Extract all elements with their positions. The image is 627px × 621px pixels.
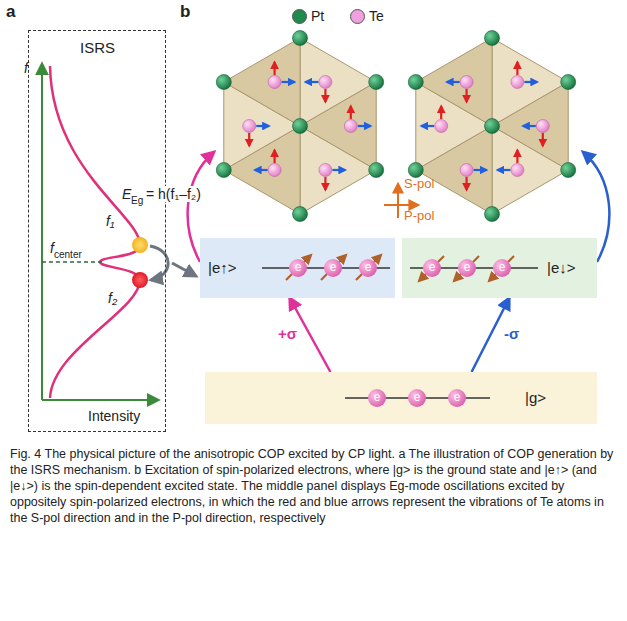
legend-text: Te xyxy=(369,8,384,24)
ground-state-band: |g> e e e xyxy=(205,372,597,424)
state-label: ISRS xyxy=(80,39,115,57)
electron: e xyxy=(408,389,426,407)
frequency-subscript: center xyxy=(54,249,82,261)
f2-dot xyxy=(132,272,148,288)
polarization-sign: +σ xyxy=(276,325,299,343)
electron: e xyxy=(368,389,386,407)
figure-caption: Fig. 4 The physical picture of the aniso… xyxy=(10,446,615,526)
electron: e xyxy=(493,259,511,277)
excited-state-band: |e↓>eee xyxy=(402,238,597,298)
electron: e xyxy=(289,259,307,277)
spectrum-axes xyxy=(42,64,158,400)
axis-label: f xyxy=(24,60,28,76)
energy-formula: = h(f₁–f₂) xyxy=(146,186,201,202)
electron: e xyxy=(448,389,466,407)
emission-arrow xyxy=(172,263,196,276)
electron: e xyxy=(458,259,476,277)
excited-state-band: |e↑>eee xyxy=(200,238,395,298)
legend-item: Te xyxy=(350,8,384,24)
polarization-label: P-pol xyxy=(404,208,434,224)
legend-text: Pt xyxy=(311,8,324,24)
axis-label: Intensity xyxy=(88,408,140,424)
frequency-label: f₁ xyxy=(106,213,114,229)
ptte2-lattice xyxy=(408,31,575,222)
frequency-label: f₂ xyxy=(108,290,117,306)
f1-dot xyxy=(132,237,148,253)
ptte2-lattice xyxy=(216,31,383,222)
electron: e xyxy=(324,259,342,277)
lattice-group xyxy=(216,31,575,222)
electron: e xyxy=(359,259,377,277)
legend-swatch xyxy=(350,9,365,24)
state-label: |e↑> xyxy=(208,259,237,277)
energy-label: E xyxy=(122,186,131,202)
electron: e xyxy=(423,259,441,277)
legend-item: Pt xyxy=(292,8,324,24)
polarization-sign: -σ xyxy=(502,325,521,343)
center-frequency-line xyxy=(42,261,102,262)
spectrum-panel: ISRS xyxy=(28,30,166,432)
state-label: |e↓> xyxy=(547,259,576,277)
polarization-label: S-pol xyxy=(404,176,434,192)
panel-letter: a xyxy=(6,2,15,22)
frequency-label: f xyxy=(50,240,54,256)
energy-subscript: Eg xyxy=(131,195,143,207)
state-label: |g> xyxy=(525,389,546,407)
legend-swatch xyxy=(292,9,307,24)
panel-letter: b xyxy=(180,2,190,22)
spectrum-curve xyxy=(50,66,140,398)
